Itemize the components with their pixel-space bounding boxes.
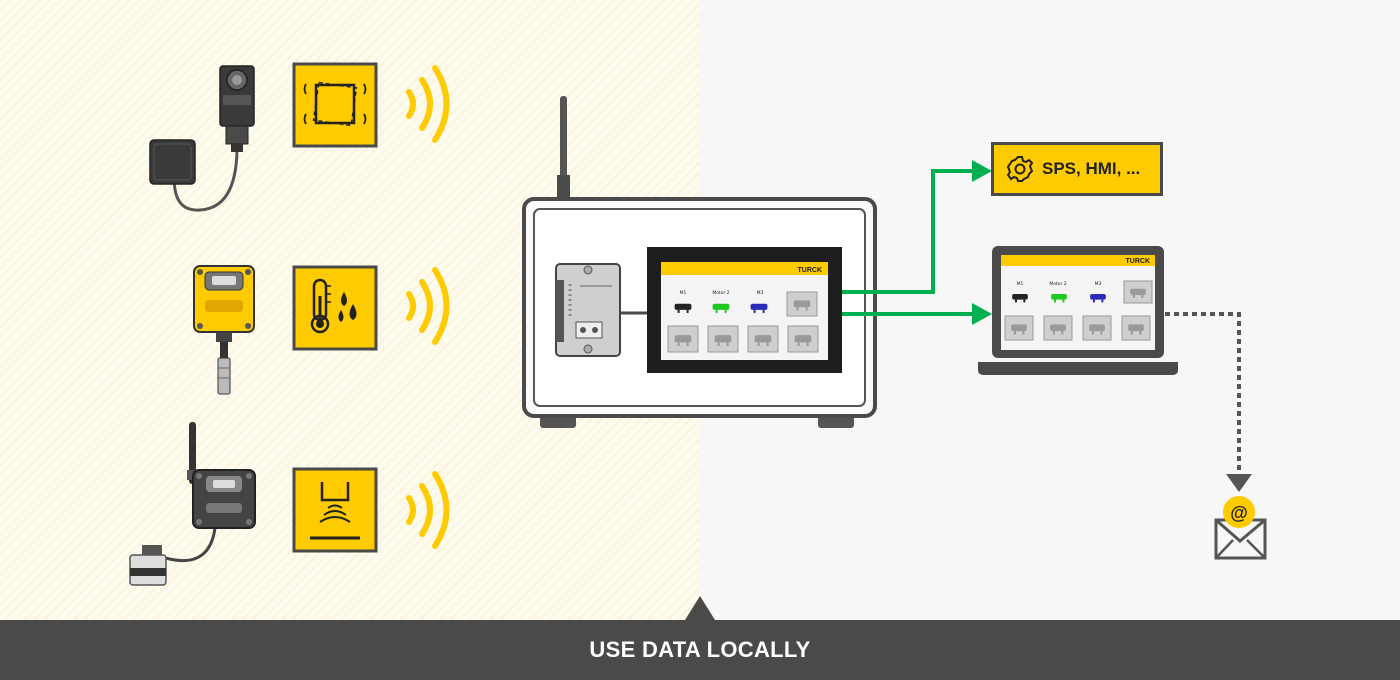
arrow-head [972,303,992,325]
hmi-brand-label: TURCK [798,267,823,274]
wireless-signal-icon [406,471,450,549]
plc-hmi-label: SPS, HMI, ... [1042,159,1141,178]
motor-foot [797,342,800,347]
motor-foot [1013,331,1016,335]
wireless-receiver-module [555,263,621,357]
motor-foot [753,309,756,313]
motor-foot [1092,299,1095,303]
wireless-signal-icon [406,65,450,143]
motor-foot [677,309,680,313]
motor-icon [674,303,692,310]
motor-icon [1050,324,1066,332]
thermometer-droplets-icon [292,265,378,351]
data-flow-arrows [842,160,992,325]
motor-foot [1132,294,1135,298]
email-at-symbol: @ [1230,503,1248,523]
footer-notch [685,596,715,620]
laptop-device-label: Motor 2 [1049,281,1066,287]
diagram-canvas: TURCK M1 Motor 2 M3 TURCK M1 Motor 2 M3 … [129,62,1267,586]
vibration-icon [292,62,378,148]
motor-foot [1101,299,1104,303]
hmi-display: TURCK M1 Motor 2 M3 [647,247,842,373]
motor-icon [714,335,732,343]
motor-foot [724,309,727,313]
footer-title: USE DATA LOCALLY [589,637,811,662]
motor-icon [793,300,811,308]
level-sensor-device [129,422,256,586]
gateway-antenna [557,96,570,200]
motor-foot [1052,331,1055,335]
motor-foot [1100,331,1103,335]
motor-foot [686,309,689,313]
motor-foot [1053,299,1056,303]
motor-icon [1090,294,1106,300]
motor-foot [686,342,689,347]
motor-icon [712,303,730,310]
motor-icon [1011,324,1027,332]
motor-foot [1061,331,1064,335]
motor-foot [1130,331,1133,335]
motor-foot [806,342,809,347]
motor-icon [750,303,768,310]
laptop-brand-label: TURCK [1126,258,1151,265]
motor-icon [674,335,692,343]
motor-icon [1130,288,1146,295]
email-icon: @ [1214,496,1267,560]
hmi-device-label: M3 [757,290,764,296]
motor-icon [1012,294,1028,300]
motor-foot [805,307,808,311]
laptop-device-label: M1 [1017,281,1024,287]
motor-foot [1091,331,1094,335]
footer-banner: USE DATA LOCALLY [0,620,1400,680]
wireless-signal-icon [406,267,450,345]
motor-foot [1139,331,1142,335]
motor-foot [766,342,769,347]
arrow-head [972,160,992,182]
motor-foot [1014,299,1017,303]
vibration-sensor-device [149,65,255,212]
gear-icon [1006,156,1034,182]
temperature-humidity-sensor-device [193,265,255,395]
motor-foot [762,309,765,313]
ultrasonic-level-icon [292,467,378,553]
motor-foot [726,342,729,347]
motor-foot [715,309,718,313]
motor-foot [677,342,680,347]
motor-foot [1022,331,1025,335]
motor-icon [754,335,772,343]
motor-foot [757,342,760,347]
motor-icon [1128,324,1144,332]
laptop-device-label: M3 [1095,281,1102,287]
motor-foot [1023,299,1026,303]
arrow-head [1226,474,1252,492]
motor-icon [1051,294,1067,300]
motor-foot [796,307,799,311]
hmi-device-label: Motor 2 [712,290,729,296]
motor-foot [1062,299,1065,303]
email-connector [1165,312,1241,478]
motor-icon [1089,324,1105,332]
plc-hmi-target-box: SPS, HMI, ... [991,142,1163,196]
motor-icon [794,335,812,343]
hmi-device-label: M1 [680,290,687,296]
motor-foot [717,342,720,347]
motor-foot [1141,294,1144,298]
laptop: TURCK M1 Motor 2 M3 [978,246,1178,375]
